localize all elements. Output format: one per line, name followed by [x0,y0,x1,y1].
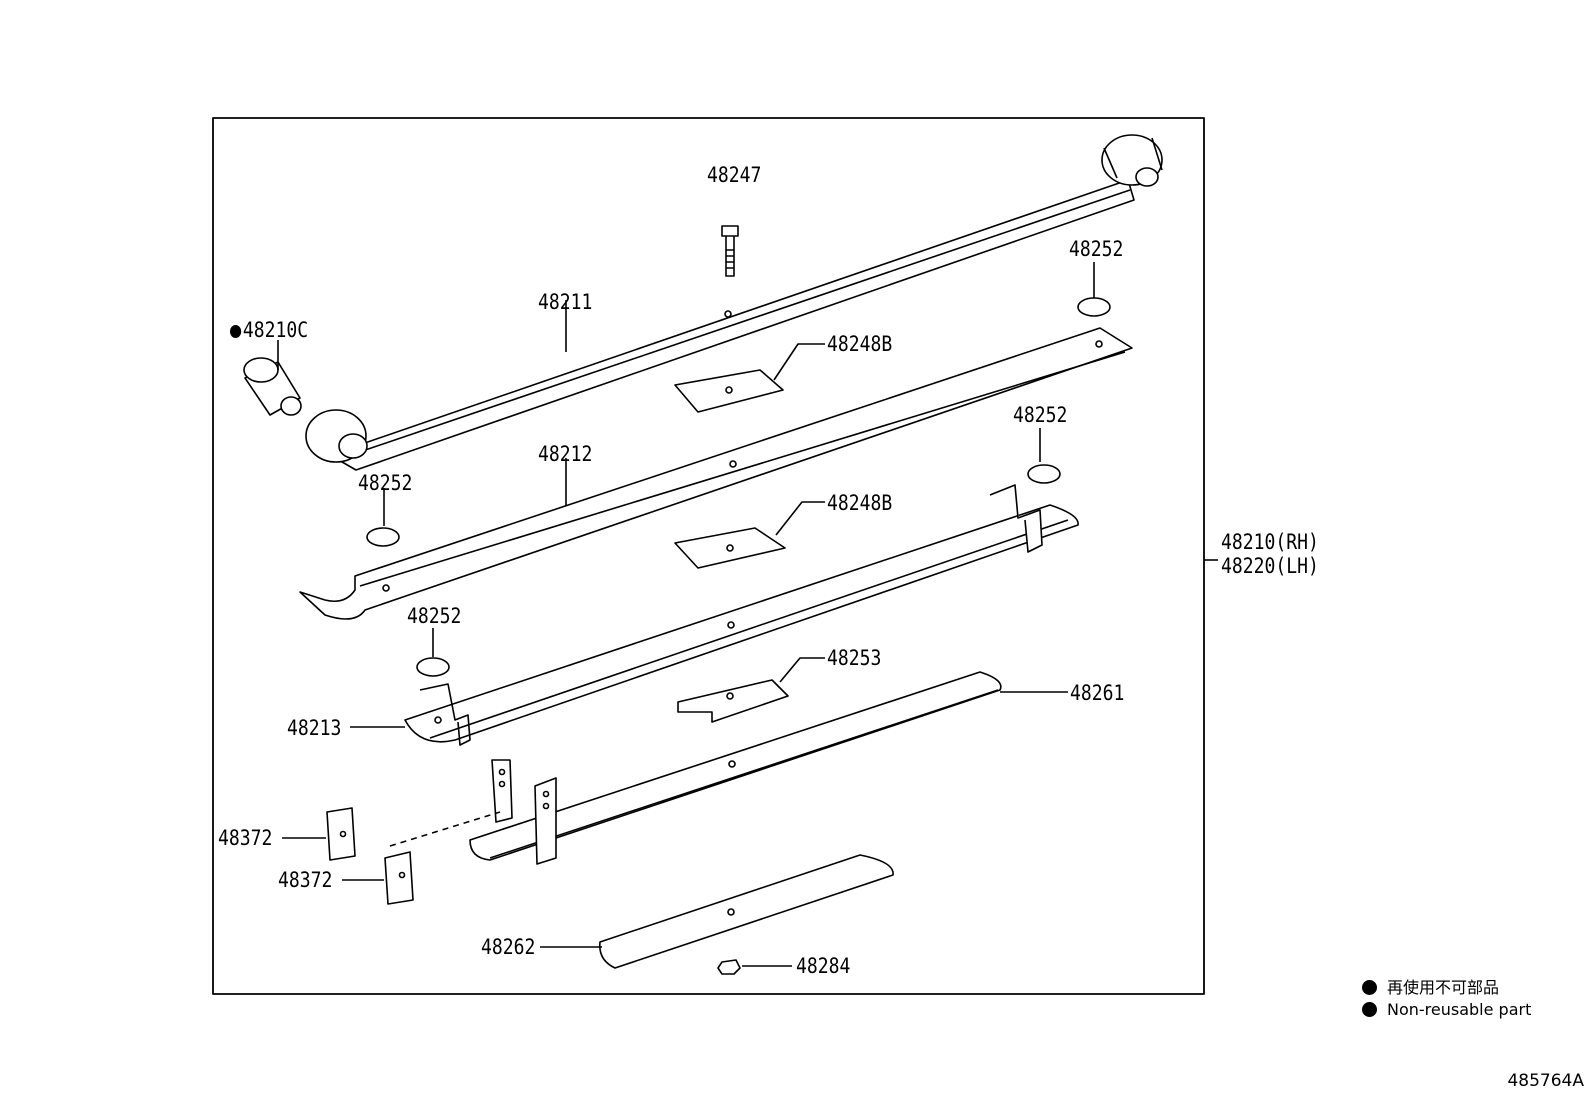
diagram-frame [212,117,1205,995]
legend-japanese: 再使用不可部品 [1362,974,1499,998]
legend-english-text: Non-reusable part [1387,1000,1532,1019]
legend-japanese-text: 再使用不可部品 [1387,978,1500,997]
diagram-id: 485764A [1507,1071,1584,1091]
main-leaf-48211 [305,134,1163,471]
label-48210c-text: 48210C [242,318,309,342]
label-48252-mid[interactable]: 48252 [407,604,462,628]
label-48210c[interactable]: 48210C [230,318,308,342]
label-48212[interactable]: 48212 [538,442,593,466]
label-48252-top[interactable]: 48252 [1069,237,1124,261]
non-reusable-bullet-icon [1362,1002,1377,1017]
fifth-leaf-48262 [598,854,894,969]
fourth-leaf-48261 [469,671,1002,865]
label-assembly-lh[interactable]: 48220(LH) [1221,554,1319,578]
label-48211[interactable]: 48211 [538,290,593,314]
non-reusable-bullet-icon [1362,980,1377,995]
second-leaf-48212 [299,327,1133,620]
spacer-48253 [677,679,789,723]
label-48252-right[interactable]: 48252 [1013,403,1068,427]
label-48261[interactable]: 48261 [1070,681,1125,705]
label-48284[interactable]: 48284 [796,954,851,978]
nut-48284 [717,959,741,975]
label-48247[interactable]: 48247 [707,163,762,187]
legend-english: Non-reusable part [1362,1000,1531,1019]
label-48262[interactable]: 48262 [481,935,536,959]
label-assembly-rh[interactable]: 48210(RH) [1221,530,1319,554]
label-48372-1[interactable]: 48372 [218,826,273,850]
bushing-48210c [243,357,302,416]
clip-48372-2 [384,851,414,905]
label-48252-left[interactable]: 48252 [358,471,413,495]
non-reusable-bullet-icon [230,325,242,338]
label-48372-2[interactable]: 48372 [278,868,333,892]
label-48248b-1[interactable]: 48248B [827,332,893,356]
third-leaf-48213 [404,484,1079,746]
spacer-48248b-1 [674,369,784,413]
label-48213[interactable]: 48213 [287,716,342,740]
center-bolt-48247 [721,225,739,277]
label-48253[interactable]: 48253 [827,646,882,670]
spacer-48248b-2 [674,527,786,569]
label-48248b-2[interactable]: 48248B [827,491,893,515]
